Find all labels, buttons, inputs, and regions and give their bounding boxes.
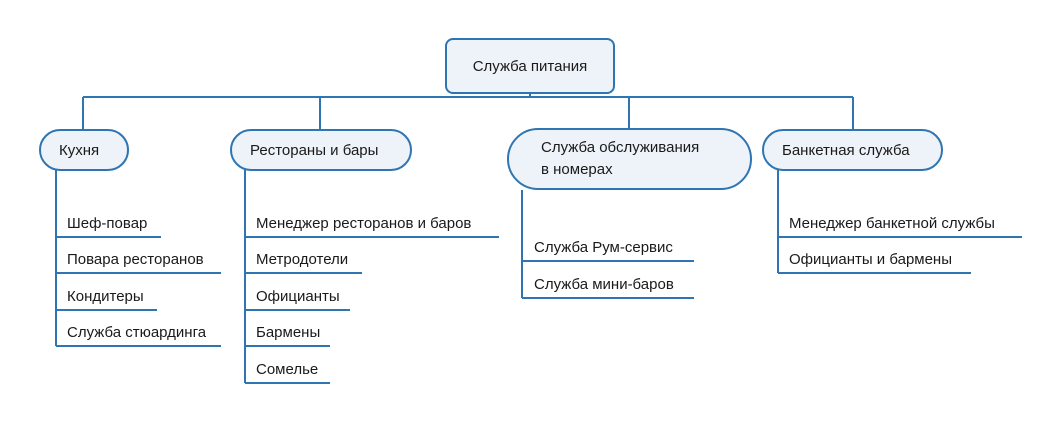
list-item-restaurants-2: Метродотели [256, 251, 349, 268]
list-item-kitchen-4: Служба стюардинга [67, 324, 207, 341]
category-room-service: Служба обслуживания в номерах [507, 128, 752, 190]
list-item-banquet-2: Официанты и бармены [789, 251, 953, 268]
list-item-kitchen-2: Повара ресторанов [67, 251, 204, 268]
list-item-kitchen-1: Шеф-повар [67, 215, 148, 232]
list-item-restaurants-5: Сомелье [256, 361, 319, 378]
category-restaurants: Рестораны и бары [230, 129, 412, 171]
root-node: Служба питания [445, 38, 615, 94]
category-banquet-label: Банкетная служба [782, 141, 910, 159]
category-room-service-label-line-1: Служба обслуживания [541, 139, 700, 156]
list-item-banquet-1: Менеджер банкетной службы [789, 215, 995, 232]
category-banquet: Банкетная служба [762, 129, 943, 171]
category-room-service-label-line-2: в номерах [541, 161, 613, 178]
category-kitchen: Кухня [39, 129, 129, 171]
category-kitchen-label: Кухня [59, 141, 100, 159]
category-restaurants-label: Рестораны и бары [250, 141, 379, 159]
list-item-room-service-1: Служба Рум-сервис [534, 239, 673, 256]
root-label: Служба питания [472, 57, 588, 75]
list-item-restaurants-3: Официанты [256, 288, 340, 305]
list-item-restaurants-1: Менеджер ресторанов и баров [256, 215, 472, 232]
category-room-service-label: Служба обслуживания в номерах [541, 137, 699, 181]
list-item-restaurants-4: Бармены [256, 324, 321, 341]
list-item-kitchen-3: Кондитеры [67, 288, 144, 305]
list-item-room-service-2: Служба мини-баров [534, 276, 674, 293]
